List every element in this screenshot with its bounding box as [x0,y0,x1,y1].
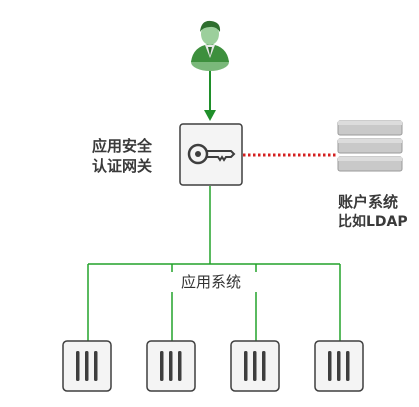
gateway-box [179,123,243,186]
account-label-line1: 账户系统 [338,193,399,211]
app-server-3 [230,340,280,392]
user-icon [191,20,229,71]
app-server-4 [314,340,364,392]
account-label-line2: 比如LDAP [338,214,408,230]
app-system-label: 应用系统 [126,272,296,292]
gateway-label-line1: 应用安全 [92,137,153,155]
app-server-2 [146,340,196,392]
key-icon [187,143,236,165]
gateway-label-line2: 认证网关 [92,157,153,175]
gateway-label: 应用安全 认证网关 [92,136,162,176]
account-label: 账户系统 比如LDAP [338,192,418,232]
app-server-1 [62,340,112,392]
arrow-head [204,110,216,121]
server-stack-icon [337,120,403,172]
